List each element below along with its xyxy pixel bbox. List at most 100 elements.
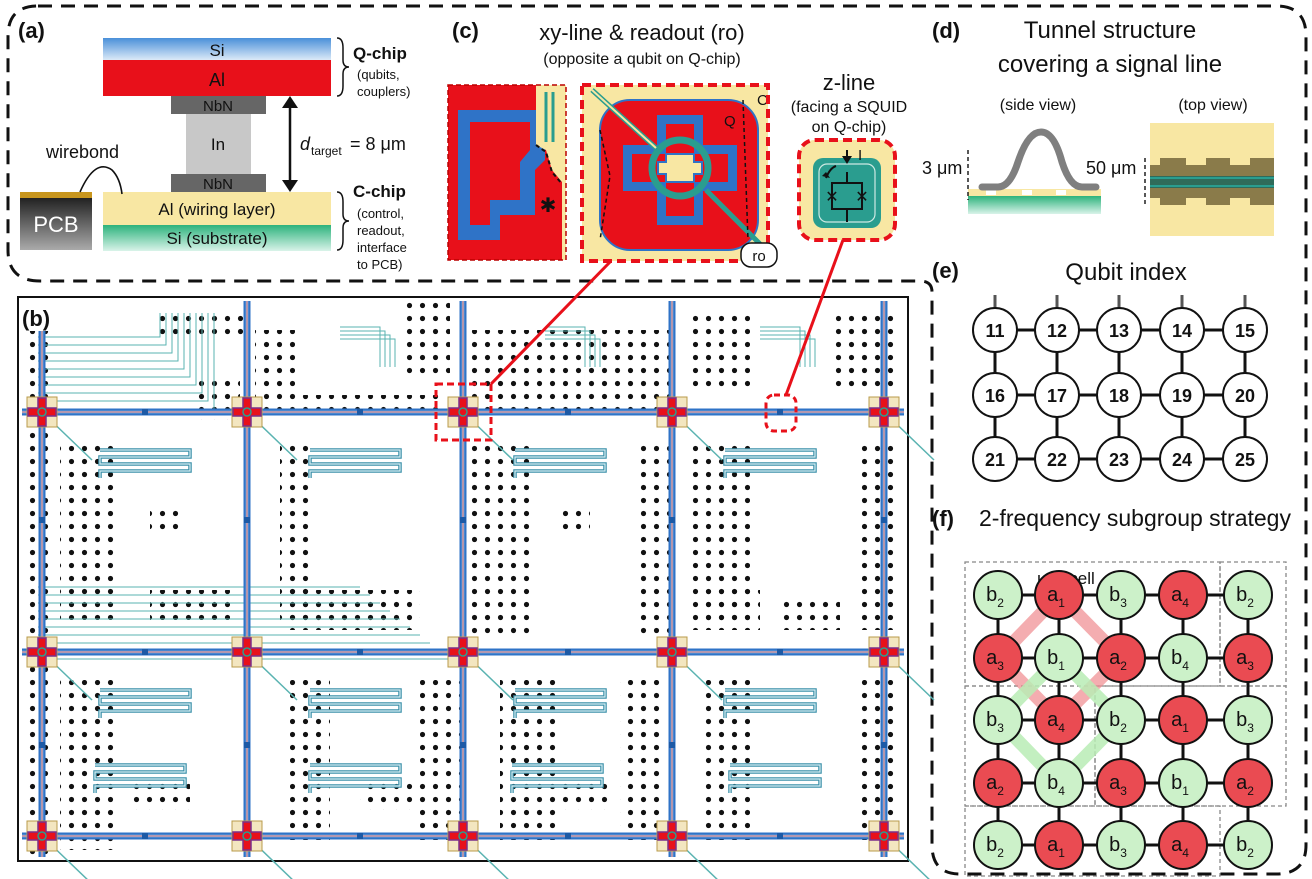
xy-highlight-box: [434, 382, 493, 442]
qubit-index-label: 14: [1172, 321, 1192, 341]
subgroup-b-node: [1158, 758, 1208, 808]
qubit-index-label: 16: [985, 386, 1005, 406]
q-chip-desc-1: (qubits,: [357, 67, 400, 82]
xy-crop-left: ✱: [447, 84, 567, 261]
panel-d: (d) Tunnel structure covering a signal l…: [922, 17, 1274, 236]
d-value: = 8 μm: [350, 134, 406, 154]
al-top-label: Al: [209, 70, 225, 90]
subgroup-node-label: b4: [1171, 647, 1189, 673]
qubit-node: [1096, 307, 1142, 353]
label-q: Q: [724, 113, 736, 130]
qubit-index-label: 17: [1047, 386, 1067, 406]
subgroup-b-node: [1096, 695, 1146, 745]
subgroup-b-node: [1158, 633, 1208, 683]
pcb-top-strip: [20, 192, 92, 198]
panel-d-tag: (d): [932, 18, 960, 43]
c-chip-al-wiring: [103, 192, 331, 225]
qubit-index-label: 20: [1235, 386, 1255, 406]
subgroup-node-label: b3: [1236, 709, 1254, 735]
q-chip-si-layer: [103, 38, 331, 60]
pcb-block: [20, 198, 92, 250]
z-line-sub-2: on Q-chip): [812, 119, 887, 136]
z-line-sub-1: (facing a SQUID: [791, 99, 907, 116]
ro-label: ro: [752, 248, 765, 265]
z-line-zoom: ✕ ✕ I: [797, 138, 897, 242]
panel-c: (c) xy-line & readout (ro) (opposite a q…: [447, 18, 907, 268]
panel-f: (f) 2-frequency subgroup strategy unit c…: [932, 505, 1291, 877]
c-chip-desc-1: (control,: [357, 206, 404, 221]
qubit-node: [1034, 372, 1080, 418]
subgroup-a-node: [1158, 695, 1208, 745]
subgroup-a-node: [1158, 570, 1208, 620]
qubit-index-label: 11: [985, 321, 1004, 341]
subgroup-a-node: [1034, 820, 1084, 870]
subgroup-b-node: [1223, 820, 1273, 870]
nbn-top-layer: [171, 96, 266, 114]
subgroup-node-label: b1: [1047, 647, 1065, 673]
panel-e-tag: (e): [932, 258, 959, 283]
subgroup-node-label: a4: [1171, 584, 1189, 610]
subgroup-node-label: a3: [1109, 772, 1127, 798]
tunnel-title-2: covering a signal line: [998, 51, 1222, 78]
qubit-node: [1159, 372, 1205, 418]
subgroup-node-label: a2: [1236, 772, 1254, 798]
panel-a-tag: (a): [18, 18, 45, 43]
subgroup-node-label: b2: [1236, 834, 1254, 860]
nbn-bottom-layer: [171, 174, 266, 192]
si-substrate-label: Si (substrate): [166, 229, 267, 248]
c-chip-si-substrate: [103, 225, 331, 251]
subgroup-node-label: b3: [1109, 834, 1127, 860]
q-chip-title: Q-chip: [353, 44, 407, 63]
subgroup-node-label: a1: [1047, 834, 1065, 860]
indium-bump: [186, 114, 251, 174]
subgroup-node-label: a1: [1047, 584, 1065, 610]
subgroup-a-node: [1223, 758, 1273, 808]
svg-text:✕: ✕: [825, 189, 838, 206]
q-chip-al-layer: [103, 60, 331, 96]
qubit-node: [1096, 372, 1142, 418]
qubit-index-label: 25: [1235, 450, 1255, 470]
subgroup-node-label: b3: [986, 709, 1004, 735]
qubit-node: [1034, 307, 1080, 353]
subgroup-b-node: [1096, 570, 1146, 620]
subgroup-b-node: [973, 820, 1023, 870]
subgroup-node-label: b2: [1236, 584, 1254, 610]
qubit-node: [972, 372, 1018, 418]
subgroup-b-node: [1223, 695, 1273, 745]
subgroup-node-label: a2: [1109, 647, 1127, 673]
qubit-index-label: 19: [1172, 386, 1192, 406]
c-chip-desc-4: to PCB): [357, 257, 403, 272]
c-chip-brace: [336, 191, 350, 251]
subgroup-node-label: b4: [1047, 772, 1065, 798]
qubit-node: [1159, 307, 1205, 353]
subgroup-a-node: [1034, 570, 1084, 620]
wirebond-label: wirebond: [45, 142, 119, 162]
panel-b-tag: (b): [22, 306, 50, 331]
nbn-top-label: NbN: [203, 98, 233, 115]
qubit-node: [1222, 372, 1268, 418]
pcb-label: PCB: [33, 212, 78, 237]
subgroup-b-node: [1034, 758, 1084, 808]
q-chip-brace: [336, 37, 350, 97]
svg-text:✱: ✱: [540, 195, 557, 217]
qubit-index-title: Qubit index: [1065, 259, 1186, 286]
qubit-index-label: 15: [1235, 321, 1255, 341]
d-symbol: d: [300, 134, 311, 154]
nbn-bottom-label: NbN: [203, 176, 233, 193]
c-chip-title: C-chip: [353, 182, 406, 201]
side-view-label: (side view): [1000, 97, 1076, 114]
current-label: I: [858, 147, 862, 164]
si-top-label: Si: [209, 41, 224, 60]
subgroup-b-node: [1096, 820, 1146, 870]
qubit-node: [972, 436, 1018, 482]
qubit-index-label: 24: [1172, 450, 1192, 470]
qubit-index-label: 12: [1047, 321, 1067, 341]
subgroup-b-node: [1223, 570, 1273, 620]
al-wiring-label: Al (wiring layer): [158, 200, 275, 219]
subgroup-b-node: [1034, 633, 1084, 683]
subgroup-node-label: a4: [1047, 709, 1065, 735]
subgroup-node-label: a3: [986, 647, 1004, 673]
subgroup-a-node: [973, 758, 1023, 808]
subgroup-node-label: b3: [1109, 584, 1127, 610]
